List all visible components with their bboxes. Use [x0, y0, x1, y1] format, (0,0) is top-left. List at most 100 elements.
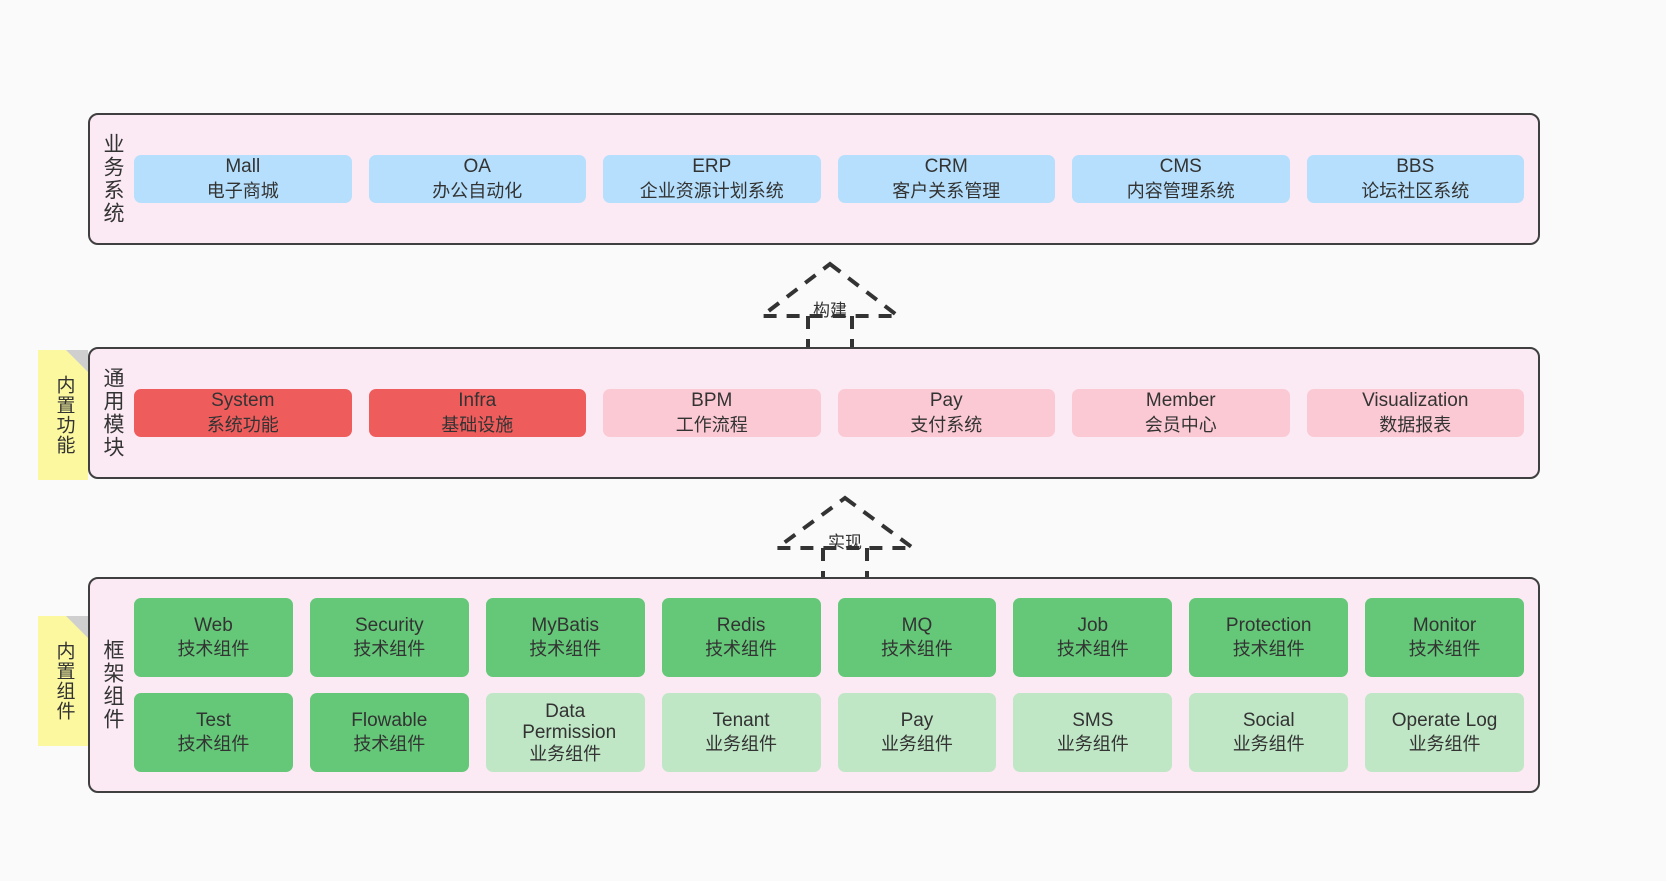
card-subtitle: 技术组件: [880, 639, 953, 660]
framework-card-sms[interactable]: SMS 业务组件: [1013, 693, 1173, 772]
card-title: SMS: [1072, 709, 1114, 731]
card-title: Pay: [929, 390, 963, 412]
layer-body-modules: System 系统功能 Infra 基础设施 BPM 工作流程 Pay 支付系统…: [134, 349, 1538, 477]
layer-caption-business: 业务系统: [101, 133, 125, 225]
module-card-row: System 系统功能 Infra 基础设施 BPM 工作流程 Pay 支付系统…: [134, 389, 1524, 437]
card-subtitle: 办公自动化: [432, 180, 523, 201]
business-card-cms[interactable]: CMS 内容管理系统: [1072, 155, 1290, 203]
card-subtitle: 企业资源计划系统: [639, 180, 784, 201]
card-title: Operate Log: [1391, 709, 1498, 731]
note-fold-icon: [66, 616, 88, 638]
connector-label-implement: 实现: [828, 533, 862, 552]
card-title: MQ: [901, 614, 933, 636]
module-card-bpm[interactable]: BPM 工作流程: [603, 389, 821, 437]
card-title: System: [211, 390, 275, 412]
module-card-infra[interactable]: Infra 基础设施: [368, 389, 586, 437]
generalization-triangle-icon: [770, 495, 920, 550]
card-title: Flowable: [351, 709, 428, 731]
business-card-row: Mall 电子商城 OA 办公自动化 ERP 企业资源计划系统 CRM 客户关系…: [134, 155, 1524, 203]
note-label: 内置功能: [53, 375, 75, 455]
card-title: MyBatis: [531, 614, 599, 636]
card-title: Data Permission: [522, 701, 617, 744]
card-subtitle: 业务组件: [1056, 734, 1129, 755]
card-title: Tenant: [712, 709, 770, 731]
card-subtitle: 电子商城: [206, 180, 279, 201]
card-title: Web: [194, 614, 233, 636]
card-subtitle: 技术组件: [529, 639, 602, 660]
card-subtitle: 技术组件: [353, 639, 426, 660]
framework-card-tenant[interactable]: Tenant 业务组件: [661, 693, 821, 772]
card-title: Protection: [1225, 614, 1312, 636]
card-subtitle: 技术组件: [705, 639, 778, 660]
card-title: BBS: [1396, 156, 1435, 178]
module-card-pay[interactable]: Pay 支付系统: [837, 389, 1055, 437]
module-card-member[interactable]: Member 会员中心: [1072, 389, 1290, 437]
framework-card-flowable[interactable]: Flowable 技术组件: [309, 693, 469, 772]
card-title: Social: [1242, 709, 1295, 731]
card-subtitle: 会员中心: [1144, 414, 1217, 435]
business-card-crm[interactable]: CRM 客户关系管理: [837, 155, 1055, 203]
card-title: Security: [354, 614, 424, 636]
card-subtitle: 内容管理系统: [1126, 180, 1235, 201]
connector-stem-icon: [821, 548, 869, 578]
layer-caption-modules: 通用模块: [101, 367, 125, 459]
module-card-system[interactable]: System 系统功能: [134, 389, 352, 437]
card-title: Mall: [225, 156, 261, 178]
framework-card-operate-log[interactable]: Operate Log 业务组件: [1365, 693, 1524, 772]
generalization-triangle-icon: [756, 261, 904, 318]
business-card-oa[interactable]: OA 办公自动化: [368, 155, 586, 203]
card-subtitle: 技术组件: [1232, 639, 1305, 660]
connector-stem-icon: [806, 316, 854, 347]
framework-card-row-business: Test 技术组件 Flowable 技术组件 Data Permission …: [134, 693, 1524, 772]
layer-body-business: Mall 电子商城 OA 办公自动化 ERP 企业资源计划系统 CRM 客户关系…: [134, 115, 1538, 243]
card-title: CMS: [1159, 156, 1202, 178]
note-label: 内置组件: [53, 641, 75, 721]
layer-caption-framework: 框架组件: [101, 639, 125, 731]
card-subtitle: 业务组件: [1408, 734, 1481, 755]
layer-body-framework: Web 技术组件 Security 技术组件 MyBatis 技术组件 Redi…: [134, 579, 1538, 791]
card-title: Infra: [458, 390, 497, 412]
card-title: Redis: [716, 614, 766, 636]
connector-implement: 实现: [770, 495, 920, 578]
card-subtitle: 工作流程: [675, 414, 748, 435]
card-subtitle: 客户关系管理: [892, 180, 1001, 201]
note-builtin-features: 内置功能: [38, 350, 88, 480]
note-builtin-components: 内置组件: [38, 616, 88, 746]
layer-business-systems: 业务系统 Mall 电子商城 OA 办公自动化 ERP 企业资源计划系统 CRM…: [88, 113, 1540, 245]
card-subtitle: 技术组件: [177, 639, 250, 660]
connector-label-build: 构建: [813, 301, 847, 320]
framework-card-job[interactable]: Job 技术组件: [1013, 598, 1173, 677]
framework-card-row-technical: Web 技术组件 Security 技术组件 MyBatis 技术组件 Redi…: [134, 598, 1524, 677]
business-card-bbs[interactable]: BBS 论坛社区系统: [1306, 155, 1524, 203]
framework-card-social[interactable]: Social 业务组件: [1189, 693, 1349, 772]
framework-card-mybatis[interactable]: MyBatis 技术组件: [485, 598, 645, 677]
business-card-erp[interactable]: ERP 企业资源计划系统: [603, 155, 821, 203]
framework-card-redis[interactable]: Redis 技术组件: [661, 598, 821, 677]
card-title: Pay: [900, 709, 934, 731]
card-subtitle: 支付系统: [910, 414, 983, 435]
card-title: BPM: [691, 390, 733, 412]
framework-card-data-permission[interactable]: Data Permission 业务组件: [485, 693, 645, 772]
framework-card-pay[interactable]: Pay 业务组件: [837, 693, 997, 772]
card-subtitle: 技术组件: [1056, 639, 1129, 660]
card-subtitle: 业务组件: [705, 734, 778, 755]
framework-card-mq[interactable]: MQ 技术组件: [837, 598, 997, 677]
card-title: Member: [1145, 390, 1216, 412]
business-card-mall[interactable]: Mall 电子商城: [134, 155, 352, 203]
card-subtitle: 技术组件: [1408, 639, 1481, 660]
layer-common-modules: 通用模块 System 系统功能 Infra 基础设施 BPM 工作流程 Pay…: [88, 347, 1540, 479]
framework-card-test[interactable]: Test 技术组件: [134, 693, 293, 772]
card-subtitle: 业务组件: [880, 734, 953, 755]
module-card-visualization[interactable]: Visualization 数据报表: [1306, 389, 1524, 437]
framework-card-monitor[interactable]: Monitor 技术组件: [1365, 598, 1524, 677]
card-title: Monitor: [1412, 614, 1477, 636]
framework-card-protection[interactable]: Protection 技术组件: [1189, 598, 1349, 677]
card-subtitle: 论坛社区系统: [1361, 180, 1470, 201]
card-subtitle: 数据报表: [1379, 414, 1452, 435]
note-fold-icon: [66, 350, 88, 372]
framework-card-web[interactable]: Web 技术组件: [134, 598, 293, 677]
card-title: OA: [463, 156, 491, 178]
card-subtitle: 业务组件: [1232, 734, 1305, 755]
card-title: ERP: [692, 156, 732, 178]
framework-card-security[interactable]: Security 技术组件: [309, 598, 469, 677]
